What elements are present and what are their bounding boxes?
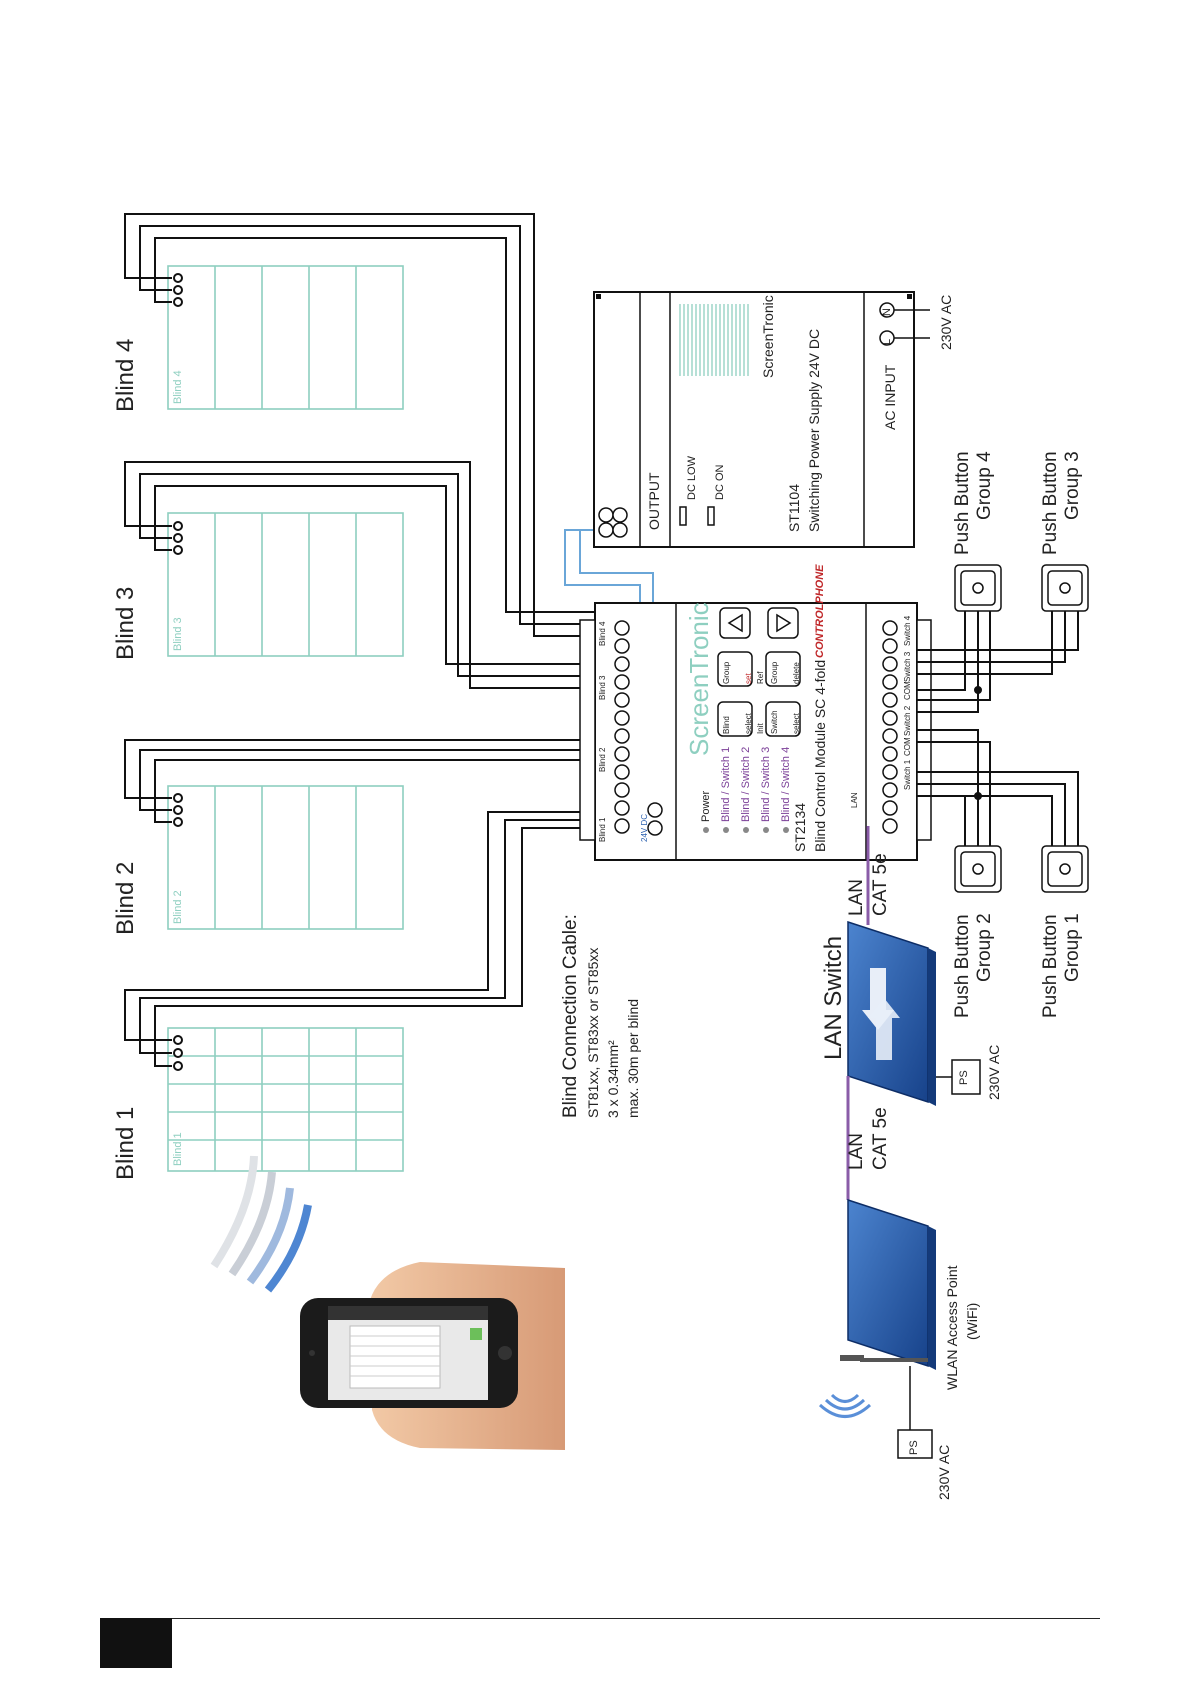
push-button-group-4-l1: Push Button bbox=[952, 451, 973, 555]
blind-1-inner-label: Blind 1 bbox=[172, 1132, 184, 1166]
term-blind-2: Blind 2 bbox=[598, 747, 607, 772]
wlan-title: WLAN Access Point bbox=[944, 1265, 960, 1391]
btn-ref-label: Ref bbox=[756, 671, 765, 684]
blind-2-title: Blind 2 bbox=[112, 861, 139, 935]
blind-4-title: Blind 4 bbox=[112, 338, 139, 412]
psu-terminal-n: N bbox=[881, 308, 893, 316]
btn-switch-select-label: select bbox=[792, 713, 801, 734]
wlan-access-point bbox=[818, 1198, 936, 1459]
cable-line-3: max. 30m per blind bbox=[625, 998, 641, 1118]
lan-switch-ps: PS bbox=[958, 1070, 970, 1085]
blind-4-graphic bbox=[167, 265, 404, 410]
module-lan-port-label: LAN bbox=[850, 792, 859, 808]
cable-line-1: ST81xx, ST83xx or ST85xx bbox=[585, 947, 601, 1118]
term-com-1: COM bbox=[903, 737, 912, 756]
term-switch-3: Switch 3 bbox=[903, 651, 912, 682]
wlan-ac: 230V AC bbox=[936, 1444, 952, 1500]
cable-title: Blind Connection Cable: bbox=[560, 914, 581, 1118]
module-logo: CONTROLPHONE bbox=[814, 564, 826, 659]
lan-switch-ac: 230V AC bbox=[986, 1044, 1002, 1100]
push-button-group-4-l2: Group 4 bbox=[974, 451, 995, 520]
psu-ac-supply: 230V AC bbox=[938, 294, 954, 350]
psu-terminal-l: L bbox=[881, 338, 893, 345]
psu-dc-low: DC LOW bbox=[686, 456, 698, 500]
led-switch-1-label: Blind / Switch 1 bbox=[720, 746, 732, 822]
psu-output-label: OUTPUT bbox=[646, 472, 662, 530]
lan-link-1-line-1: LAN bbox=[846, 879, 867, 916]
push-button-group-3-l2: Group 3 bbox=[1062, 451, 1083, 520]
control-module bbox=[579, 602, 932, 861]
btn-group-label: Group bbox=[722, 661, 731, 684]
push-buttons bbox=[954, 564, 1089, 893]
psu-model: ST1104 bbox=[786, 484, 802, 532]
push-button-group-2-l1: Push Button bbox=[952, 914, 973, 1018]
term-blind-4: Blind 4 bbox=[598, 621, 607, 646]
term-com-2: COM bbox=[903, 681, 912, 700]
push-button-wires bbox=[917, 611, 1079, 846]
btn-set-label: set bbox=[744, 673, 753, 684]
btn-group-2-label: Group bbox=[770, 661, 779, 684]
lan-link-2-line-2: CAT 5e bbox=[870, 1107, 891, 1170]
led-switch-4-label: Blind / Switch 4 bbox=[780, 746, 792, 822]
lan-link-2-line-1: LAN bbox=[846, 1133, 867, 1170]
cable-line-2: 3 x 0.34mm² bbox=[605, 1040, 621, 1118]
term-blind-1: Blind 1 bbox=[598, 817, 607, 842]
lan-switch-title: LAN Switch bbox=[820, 935, 847, 1060]
term-switch-2: Switch 2 bbox=[903, 705, 912, 736]
blind-3-title: Blind 3 bbox=[112, 586, 139, 660]
blind-3-graphic bbox=[167, 512, 404, 657]
blind-1-title: Blind 1 bbox=[112, 1106, 139, 1180]
push-button-group-3-l1: Push Button bbox=[1040, 451, 1061, 555]
btn-blind-label: Blind bbox=[722, 716, 731, 734]
smartphone-hand bbox=[210, 1155, 565, 1450]
module-model: ST2134 bbox=[792, 802, 808, 852]
blind-2-graphic bbox=[167, 785, 404, 930]
term-blind-3: Blind 3 bbox=[598, 675, 607, 700]
blind-connection-wires bbox=[124, 213, 595, 1071]
footer-rule bbox=[100, 1618, 1100, 1619]
psu-dc-on: DC ON bbox=[714, 464, 726, 500]
push-button-group-1-l1: Push Button bbox=[1040, 914, 1061, 1018]
psu-name: Switching Power Supply 24V DC bbox=[806, 328, 822, 532]
footer-page-block bbox=[100, 1618, 172, 1668]
lan-link-1-line-2: CAT 5e bbox=[870, 853, 891, 916]
led-switch-2-label: Blind / Switch 2 bbox=[740, 746, 752, 822]
power-supply bbox=[593, 291, 930, 548]
btn-switch-label: Switch bbox=[770, 710, 779, 734]
blind-4-inner-label: Blind 4 bbox=[172, 370, 184, 404]
lan-switch bbox=[847, 920, 981, 1106]
push-button-group-1-l2: Group 1 bbox=[1062, 913, 1083, 982]
psu-ac-input: AC INPUT bbox=[882, 364, 898, 430]
blind-2-inner-label: Blind 2 bbox=[172, 890, 184, 924]
wlan-ps: PS bbox=[908, 1440, 920, 1455]
led-switch-3-label: Blind / Switch 3 bbox=[760, 746, 772, 822]
btn-delete-label: delete bbox=[792, 662, 801, 684]
blind-3-inner-label: Blind 3 bbox=[172, 617, 184, 651]
wlan-sub: (WiFi) bbox=[964, 1302, 980, 1340]
module-brand: ScreenTronic bbox=[684, 602, 714, 756]
term-24v: 24V DC bbox=[640, 813, 649, 842]
module-name: Blind Control Module SC 4-fold bbox=[812, 659, 828, 852]
term-switch-4: Switch 4 bbox=[903, 615, 912, 646]
blind-1-graphic bbox=[167, 1027, 404, 1172]
btn-init-label: Init bbox=[756, 723, 765, 734]
lan-cables bbox=[846, 843, 870, 1200]
led-power-label: Power bbox=[700, 790, 712, 822]
psu-brand: ScreenTronic bbox=[760, 295, 776, 378]
push-button-group-2-l2: Group 2 bbox=[974, 913, 995, 982]
btn-blind-select-label: select bbox=[744, 713, 753, 734]
term-switch-1: Switch 1 bbox=[903, 759, 912, 790]
